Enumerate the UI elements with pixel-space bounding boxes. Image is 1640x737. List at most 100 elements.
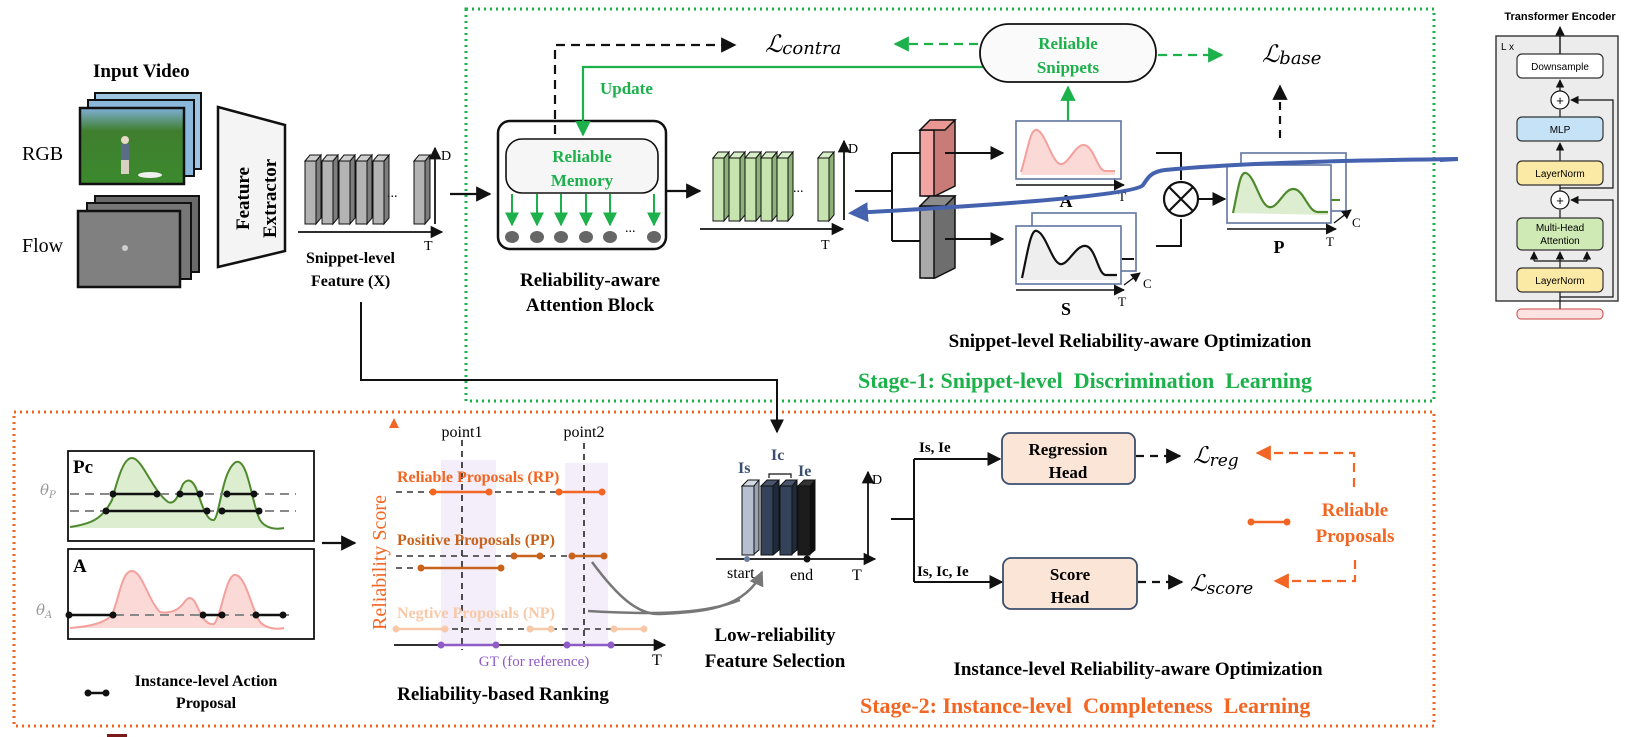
a-proposal [65,611,117,619]
loss-base: ℒbase [1262,40,1321,69]
feature-label-1: Snippet-level [306,250,395,267]
regression-head-label-1: Regression [1028,440,1108,459]
pp-label: Positive Proposals (PP) [397,532,555,549]
downsample-block [1516,53,1604,79]
cropped-mark [107,734,127,737]
gray-feature-bar [337,153,357,226]
memory-slot [530,231,544,243]
memory-slot [579,231,593,243]
gray-feature-bar [412,153,432,226]
gray-feature-bar [354,153,374,226]
instance-optimization-label: Instance-level Reliability-aware Optimiz… [953,659,1322,680]
reliable-memory [505,138,659,194]
green-feature-bar [816,150,836,223]
ic-bar-2 [779,485,793,556]
start-label: start [727,565,755,582]
feature-label-2: Feature (X) [311,273,390,290]
green-axis-d: D [848,142,858,157]
np-proposal [392,625,449,633]
proposal-legend-icon [84,689,110,697]
memory-slot [647,231,661,243]
stage1-title: Stage-1: Snippet-level Discrimination Le… [858,368,1312,393]
memory-slot [505,231,519,243]
green-axis-t: T [821,238,830,253]
selection-axis-d: D [872,473,882,488]
loss-score-subscript: score [1207,579,1254,599]
selection-bars [740,473,817,556]
pc-proposal [218,507,263,515]
snippet-optimization-label: Snippet-level Reliability-aware Optimiza… [949,331,1312,352]
loss-score: ℒscore [1190,571,1253,599]
input-video-title: Input Video [93,61,190,82]
reliable-snippets-label-2: Snippets [1037,58,1100,77]
a-proposals [65,611,287,619]
gt-segment [437,641,500,649]
chart-p-axis-c: C [1352,215,1361,230]
green-feature-bar [775,150,795,223]
rgb-frames [78,92,202,186]
feature-extractor-label-2: Extractor [260,158,281,238]
ic-bar-1 [760,485,774,556]
memory-slots [505,194,661,243]
class-activation-chart-s: S T C [1015,212,1152,319]
blue-stub [1439,157,1459,162]
np-proposal [526,625,555,633]
chart-p-axis-t: T [1326,234,1334,249]
ranking-title: Reliability-based Ranking [397,684,609,705]
feature-axis-t: T [424,239,433,254]
selection-axis-t: T [852,567,862,584]
layernorm-label-2: LayerNorm [1535,276,1584,287]
a-chart-label: A [73,556,87,577]
ic-bracket [768,473,792,478]
reliable-proposal-icon [1247,518,1291,526]
flow-label: Flow [22,235,64,257]
np-label: Negtive Proposals (NP) [397,605,555,622]
a-proposal [199,611,226,619]
feature-axis-d: D [441,149,451,164]
theta-a-symbol: θ [36,601,45,619]
theta-p-subscript: P [48,490,56,501]
regression-head [1001,432,1136,485]
classification-layer-block [918,195,957,279]
loss-base-subscript: base [1279,48,1321,69]
reg-input-label: Is, Ie [919,440,951,456]
reliable-snippets-node [979,23,1157,83]
attention-block-tf [1516,217,1604,251]
chart-a-label: A [1060,191,1073,211]
green-feature-bar [759,150,779,223]
multiply-operator-icon [1162,180,1200,218]
loss-contra: ℒcontra [765,30,841,59]
is-label: Is [738,460,750,477]
attention-label-1: Reliability-aware [520,270,660,291]
score-input-label: Is, Ic, Ie [917,564,969,580]
score-head-label-1: Score [1050,565,1091,584]
prediction-chart-p: P T C [1226,152,1361,257]
point1-label: point1 [442,424,483,441]
reliable-snippets-label-1: Reliable [1038,34,1098,53]
attention-chart-a: A T [1015,120,1126,211]
features-to-selection-path [360,302,784,434]
flow-frames [76,195,200,289]
chart-s-axis-t: T [1118,294,1126,309]
add-symbol-2: + [1556,193,1564,208]
pc-label: Pc [73,457,93,478]
loss-score-symbol: ℒ [1190,571,1207,597]
transformer-repeat: L x [1501,42,1514,53]
layernorm-label-1: LayerNorm [1535,169,1584,180]
gray-feature-bar [320,153,340,226]
transformer-title: Transformer Encoder [1504,11,1616,23]
chart-a-axis-t: T [1118,189,1126,204]
loss-reg-subscript: reg [1210,451,1239,471]
attention-label-2: Attention Block [526,295,655,316]
add-node-1 [1550,90,1570,110]
score-head [1002,557,1138,610]
ie-label: Ie [798,463,811,480]
pp-proposal [568,552,608,560]
rgb-label: RGB [22,143,63,165]
update-label: Update [600,79,653,98]
np-proposal [610,625,648,633]
ranking-y-label: Reliability Score [369,495,391,630]
chart-s-axis-c: C [1143,276,1152,291]
loss-contra-symbol: ℒ [765,30,783,58]
